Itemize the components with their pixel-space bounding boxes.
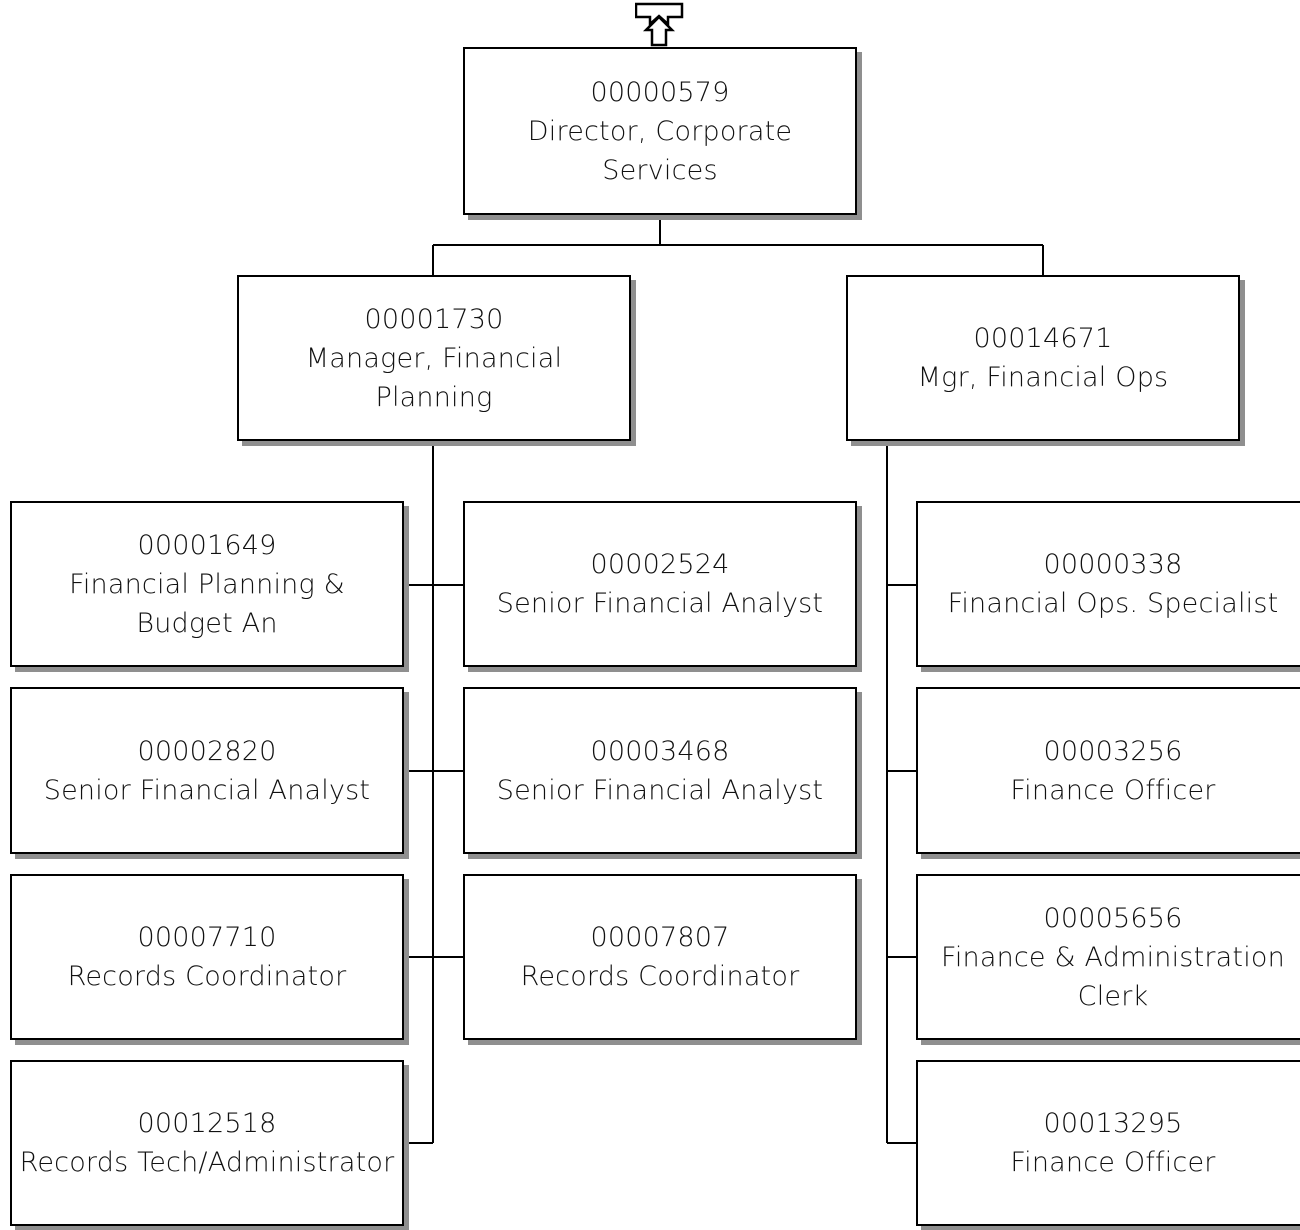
node-code: 00000338 xyxy=(1043,549,1183,580)
node-title: Senior Financial Analyst xyxy=(496,774,824,806)
node-00001649[interactable]: 00001649 Financial Planning & Budget An xyxy=(10,501,404,667)
node-title: Financial Planning & Budget An xyxy=(69,568,345,639)
node-title: Financial Ops. Specialist xyxy=(947,588,1279,619)
node-00002524[interactable]: 00002524 Senior Financial Analyst xyxy=(463,501,857,667)
node-code: 00000579 xyxy=(590,76,730,108)
node-title: Records Tech/Administrator xyxy=(19,1147,395,1178)
node-code: 00003256 xyxy=(1043,735,1183,767)
node-code: 00002820 xyxy=(137,735,277,767)
node-00012518[interactable]: 00012518 Records Tech/Administrator xyxy=(10,1060,404,1226)
node-00007807[interactable]: 00007807 Records Coordinator xyxy=(463,874,857,1040)
node-code: 00005656 xyxy=(1043,902,1183,934)
up-arrow-icon[interactable] xyxy=(635,2,685,48)
node-00003256[interactable]: 00003256 Finance Officer xyxy=(916,687,1300,854)
node-00003468[interactable]: 00003468 Senior Financial Analyst xyxy=(463,687,857,854)
node-title: Records Coordinator xyxy=(520,961,800,992)
node-code: 00007710 xyxy=(137,922,277,953)
node-director[interactable]: 00000579 Director, Corporate Services xyxy=(463,47,857,215)
node-title: Finance Officer xyxy=(1010,1147,1216,1178)
node-title: Finance & Administration Clerk xyxy=(941,941,1285,1012)
node-title: Senior Financial Analyst xyxy=(496,588,824,619)
node-manager-financial-planning[interactable]: 00001730 Manager, Financial Planning xyxy=(237,275,631,441)
node-code: 00001649 xyxy=(137,529,277,561)
node-title: Mgr, Financial Ops xyxy=(917,362,1169,393)
node-00013295[interactable]: 00013295 Finance Officer xyxy=(916,1060,1300,1226)
node-00000338[interactable]: 00000338 Financial Ops. Specialist xyxy=(916,501,1300,667)
node-title: Director, Corporate Services xyxy=(527,115,793,186)
node-title: Records Coordinator xyxy=(67,961,347,992)
node-title: Senior Financial Analyst xyxy=(43,774,371,806)
node-code: 00001730 xyxy=(364,303,504,335)
node-code: 00007807 xyxy=(590,922,730,953)
node-code: 00013295 xyxy=(1043,1108,1183,1139)
node-manager-financial-ops[interactable]: 00014671 Mgr, Financial Ops xyxy=(846,275,1240,441)
node-00005656[interactable]: 00005656 Finance & Administration Clerk xyxy=(916,874,1300,1040)
node-code: 00003468 xyxy=(590,735,730,767)
node-code: 00012518 xyxy=(137,1108,277,1139)
node-title: Manager, Financial Planning xyxy=(305,342,563,413)
node-code: 00014671 xyxy=(973,323,1113,354)
node-00002820[interactable]: 00002820 Senior Financial Analyst xyxy=(10,687,404,854)
node-code: 00002524 xyxy=(590,549,730,580)
node-title: Finance Officer xyxy=(1010,774,1216,806)
node-00007710[interactable]: 00007710 Records Coordinator xyxy=(10,874,404,1040)
